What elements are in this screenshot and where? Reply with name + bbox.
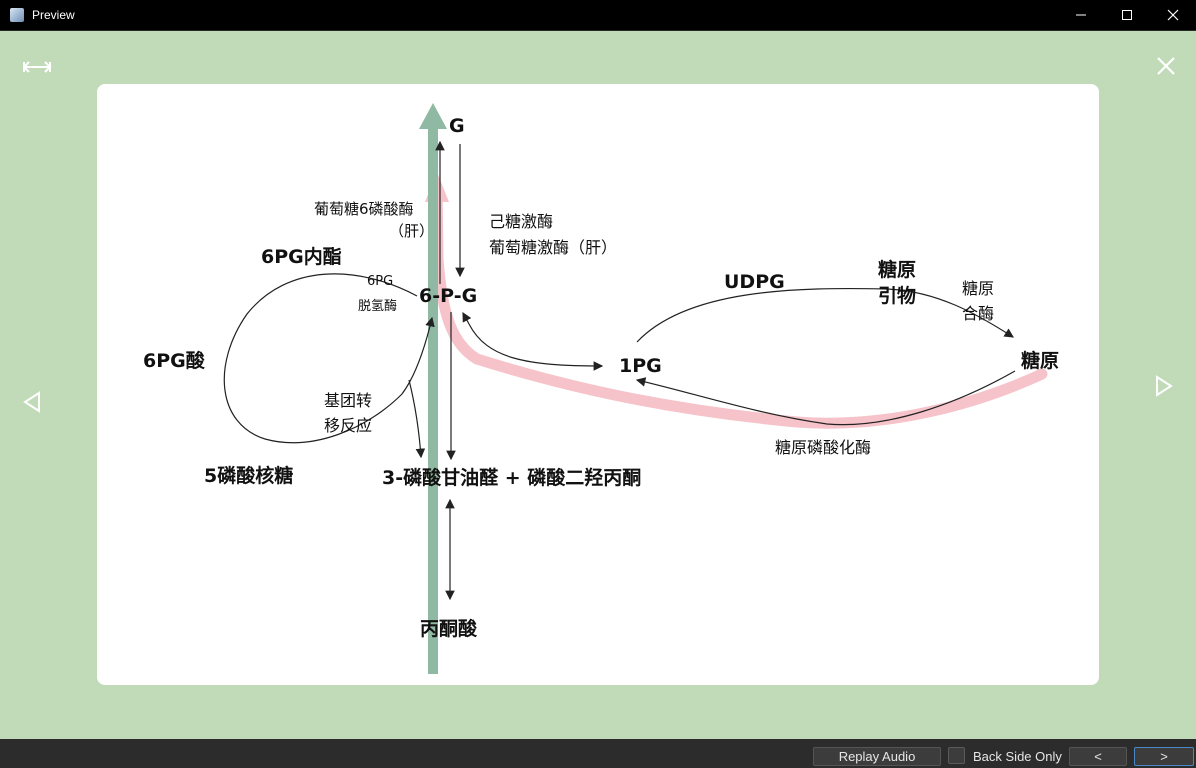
maximize-button[interactable] (1104, 0, 1150, 31)
window-title: Preview (32, 8, 75, 22)
close-icon[interactable] (1156, 56, 1176, 76)
flashcard: G 葡萄糖6磷酸酶 （肝） 己糖激酶 葡萄糖激酶（肝） 6PG内酯 6PG 脱氢… (97, 84, 1099, 685)
label-hexokinase: 己糖激酶 (489, 212, 554, 231)
close-window-button[interactable] (1150, 0, 1196, 31)
close-window-icon (1167, 9, 1179, 21)
minimize-button[interactable] (1058, 0, 1104, 31)
pentose-loop (223, 273, 435, 444)
node-udpg: UDPG (724, 271, 785, 293)
app-icon (10, 8, 24, 22)
node-primer-1: 糖原 (878, 259, 917, 281)
title-bar: Preview (0, 0, 1196, 31)
node-6pg-lactone: 6PG内酯 (261, 246, 342, 268)
label-transfer-2: 移反应 (324, 416, 373, 435)
arrow-6pg-1pg (468, 323, 604, 371)
triangle-right-icon[interactable] (1154, 375, 1174, 397)
label-6pg-dehydrogenase-1: 6PG (367, 274, 394, 289)
node-g: G (449, 115, 465, 137)
back-side-only-checkbox[interactable] (948, 747, 965, 764)
arrow-1pg-glycogen (636, 287, 1015, 343)
expand-horizontal-icon[interactable] (22, 59, 52, 75)
replay-audio-button[interactable]: Replay Audio (813, 747, 941, 766)
back-side-only-label: Back Side Only (973, 749, 1062, 764)
node-1pg: 1PG (619, 355, 662, 377)
maximize-icon (1122, 10, 1132, 20)
node-glycogen: 糖原 (1021, 350, 1060, 372)
node-primer-2: 引物 (878, 285, 917, 307)
label-transfer-1: 基团转 (324, 391, 373, 410)
glycogenolysis-pink-arrow (431, 183, 1048, 429)
label-g6pase-liver: （肝） (389, 222, 435, 240)
triangle-left-icon[interactable] (22, 391, 42, 413)
preview-stage: G 葡萄糖6磷酸酶 （肝） 己糖激酶 葡萄糖激酶（肝） 6PG内酯 6PG 脱氢… (0, 31, 1196, 739)
pathway-diagram (223, 103, 1048, 674)
label-phosphorylase: 糖原磷酸化酶 (775, 438, 872, 457)
node-6-p-g: 6-P-G (419, 285, 478, 307)
node-ribose-5p: 5磷酸核糖 (204, 465, 294, 487)
node-6pg-acid: 6PG酸 (143, 350, 205, 372)
arrow-glycogen-1pg (635, 370, 1016, 426)
label-6pg-dehydrogenase-2: 脱氢酶 (358, 299, 398, 314)
prev-card-button[interactable]: < (1069, 747, 1127, 766)
next-card-button[interactable]: > (1134, 747, 1194, 766)
green-arrowhead (419, 103, 447, 129)
transfer-arrow (408, 379, 426, 459)
node-pyruvate: 丙酮酸 (420, 618, 478, 640)
node-triose-phosphate: 3-磷酸甘油醛 + 磷酸二羟丙酮 (382, 467, 642, 489)
bottom-bar: Replay Audio Back Side Only < > (0, 739, 1196, 768)
label-g6pase: 葡萄糖6磷酸酶 (314, 200, 414, 218)
label-synthase-1: 糖原 (962, 279, 995, 298)
label-synthase-2: 合酶 (962, 304, 995, 323)
minimize-icon (1076, 14, 1086, 16)
label-glucokinase: 葡萄糖激酶（肝） (489, 238, 618, 257)
